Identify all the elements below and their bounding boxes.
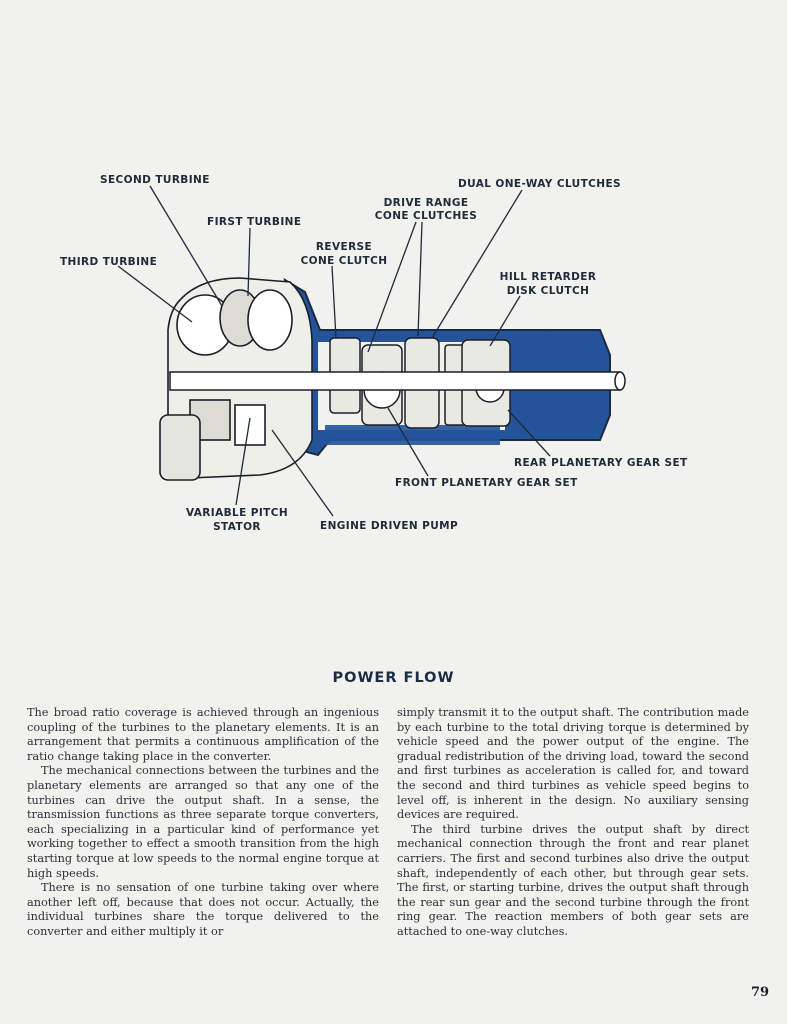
label-stator-2: STATOR [213,521,261,533]
transmission-diagram: SECOND TURBINE FIRST TURBINE THIRD TURBI… [60,174,688,533]
section-title: POWER FLOW [332,670,455,686]
label-hill-retarder-1: HILL RETARDER [500,271,597,283]
label-dual-one-way-clutches: DUAL ONE-WAY CLUTCHES [458,178,621,190]
label-drive-range-2: CONE CLUTCHES [375,210,477,222]
label-drive-range-1: DRIVE RANGE [384,197,469,209]
label-engine-driven-pump: ENGINE DRIVEN PUMP [320,520,458,532]
label-rear-planetary: REAR PLANETARY GEAR SET [514,457,688,469]
label-stator-1: VARIABLE PITCH [186,507,288,519]
paragraph: There is no sensation of one turbine tak… [27,881,379,938]
label-reverse-2: CONE CLUTCH [301,255,388,267]
body-column-left: The broad ratio coverage is achieved thr… [27,706,379,940]
transmission-cutaway-figure: SECOND TURBINE FIRST TURBINE THIRD TURBI… [60,174,688,533]
label-first-turbine: FIRST TURBINE [207,216,301,228]
label-front-planetary: FRONT PLANETARY GEAR SET [395,477,578,489]
label-third-turbine: THIRD TURBINE [60,256,157,268]
leader-lines [117,185,551,517]
label-hill-retarder-2: DISK CLUTCH [507,285,590,297]
output-shaft [169,371,626,391]
paragraph: The mechanical connections between the t… [27,764,379,880]
page-number: 79 [751,985,770,1000]
body-column-right: simply transmit it to the output shaft. … [397,706,749,940]
paragraph: The broad ratio coverage is achieved thr… [27,706,379,763]
callout-labels: SECOND TURBINE FIRST TURBINE THIRD TURBI… [60,174,688,533]
label-reverse-1: REVERSE [316,241,372,253]
paragraph: simply transmit it to the output shaft. … [397,706,749,822]
label-second-turbine: SECOND TURBINE [100,174,210,186]
paragraph: The third turbine drives the output shaf… [397,822,749,938]
